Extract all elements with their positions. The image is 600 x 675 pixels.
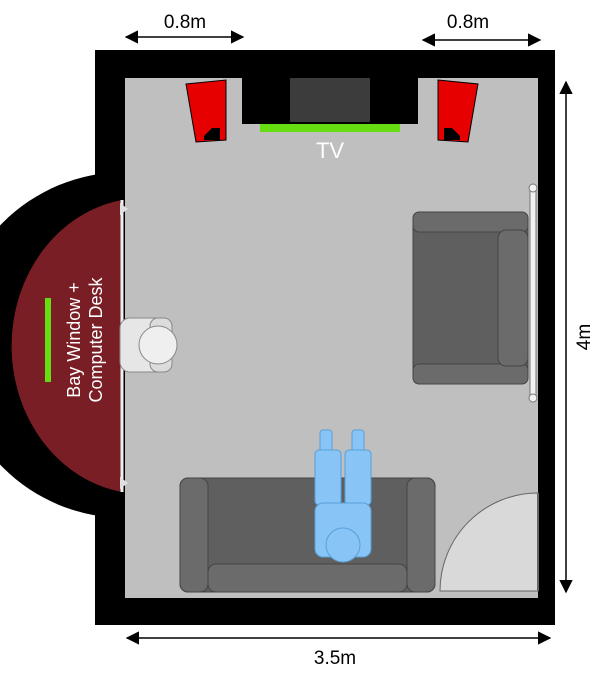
dimension-label-top-left: 0.8m bbox=[164, 12, 206, 33]
right-speaker bbox=[437, 79, 479, 143]
dimension-label-top-right: 0.8m bbox=[447, 12, 489, 33]
bay-window-hinge bbox=[120, 203, 128, 215]
bay-window-alcove bbox=[11, 200, 122, 492]
dimension-label-height: 4m bbox=[574, 324, 595, 350]
bay-window-label-line1: Bay Window + bbox=[64, 282, 84, 398]
bay-window-label-line2: Computer Desk bbox=[86, 276, 106, 402]
door bbox=[439, 492, 539, 592]
bay-window-hinge bbox=[120, 477, 128, 489]
monitor-bar bbox=[45, 298, 51, 382]
armchair bbox=[412, 211, 529, 385]
seated-person bbox=[314, 429, 372, 563]
desk-chair bbox=[119, 317, 178, 373]
tv-screen bbox=[290, 78, 370, 122]
dimension-label-width: 3.5m bbox=[314, 648, 356, 669]
tv-label: TV bbox=[316, 138, 344, 163]
tv-bar bbox=[260, 124, 400, 132]
wall-radiator bbox=[528, 183, 538, 403]
left-speaker bbox=[185, 79, 227, 143]
sofa bbox=[179, 477, 436, 593]
